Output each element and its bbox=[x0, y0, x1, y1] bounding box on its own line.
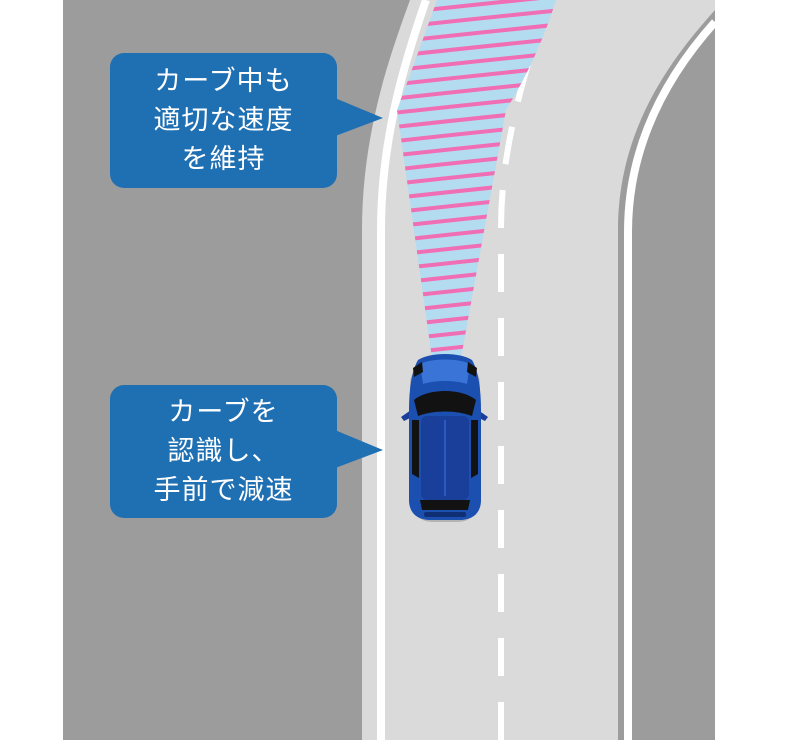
callout-top-line-2: 適切な速度 bbox=[153, 105, 294, 136]
callout-bottom-pointer bbox=[330, 428, 383, 470]
callout-top-box bbox=[110, 53, 337, 188]
car-top-view-icon bbox=[401, 354, 488, 522]
callout-recognize-curve: カーブを 認識し、 手前で減速 bbox=[110, 385, 337, 518]
callout-bottom-line-1: カーブを bbox=[168, 397, 279, 428]
callout-keep-speed: カーブ中も 適切な速度 を維持 bbox=[110, 53, 337, 188]
callout-top-pointer bbox=[330, 96, 383, 138]
callout-top-line-3: を維持 bbox=[181, 144, 266, 175]
road-edge-line-right bbox=[624, 19, 718, 740]
callout-bottom-line-2: 認識し、 bbox=[167, 436, 280, 467]
callout-bottom-box bbox=[110, 385, 337, 518]
road-edge-line-left bbox=[377, 0, 430, 740]
callout-top-line-1: カーブ中も bbox=[154, 66, 293, 97]
callout-bottom-line-3: 手前で減速 bbox=[153, 475, 294, 506]
